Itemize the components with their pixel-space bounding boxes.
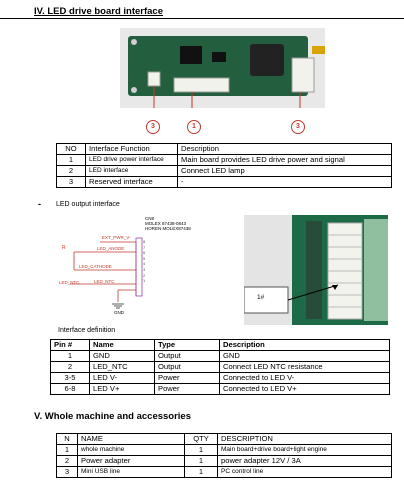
cell: Power	[154, 383, 220, 395]
table-row: 1 whole machine 1 Main board+drive board…	[56, 444, 392, 456]
cell: Main board provides LED drive power and …	[177, 154, 392, 166]
accessories-table: N NAME QTY DESCRIPTION 1 whole machine 1…	[56, 433, 392, 478]
section-5-title: V. Whole machine and accessories	[34, 411, 191, 422]
table-row: 2 Power adapter 1 power adapter 12V / 3A	[56, 455, 392, 467]
ext-pwr-label: EXT_PWR_V-	[102, 235, 131, 240]
col-header: QTY	[184, 433, 218, 445]
cell: 2	[56, 165, 86, 177]
connector-label: CN8 MOLEX 87438-0843 HOREN MOLEX87438	[145, 216, 191, 231]
cell: LED V-	[89, 372, 155, 384]
cathode-label: LED_CATHODE	[79, 264, 112, 269]
header-rule	[0, 18, 404, 19]
pin-number: 8	[143, 239, 146, 244]
cell: 1	[184, 466, 218, 478]
cell: whole machine	[77, 444, 185, 456]
pin-number: 1	[143, 278, 146, 284]
cell: 1	[50, 350, 90, 362]
led-output-label: LED output interface	[56, 201, 120, 208]
cn-label: CN8	[145, 216, 155, 221]
ntc-label-1: LED_NTC	[59, 280, 80, 285]
interface-definition-table: Pin # Name Type Description 1 GND Output…	[50, 339, 390, 395]
callout-3-right: 3	[291, 120, 305, 134]
pin-number: 2	[143, 272, 146, 278]
anode-label: LED_ANODE	[97, 246, 125, 251]
cell: 6-8	[50, 383, 90, 395]
table-row: 1 LED drive power interface Main board p…	[56, 154, 392, 166]
table-row: 2 LED interface Connect LED lamp	[56, 165, 392, 177]
cell: Power adapter	[77, 455, 185, 467]
pin-numbers: 8 7 6 5 4 3 2 1	[143, 239, 145, 284]
interface-definition-label: Interface definition	[58, 327, 116, 334]
col-header: N	[56, 433, 78, 445]
cell: Mini USB line	[77, 466, 185, 478]
cell: 2	[56, 455, 78, 467]
ntc-label-2: LED_NTC	[94, 279, 115, 284]
cell: Connected to LED V+	[219, 383, 390, 395]
cell: Power	[154, 372, 220, 384]
table-row: 3-5 LED V- Power Connected to LED V-	[50, 372, 390, 384]
cell: LED interface	[85, 165, 178, 177]
cell: GND	[89, 350, 155, 362]
col-header: DESCRIPTION	[217, 433, 392, 445]
col-header: Interface Function	[85, 143, 178, 155]
callout-3-left: 3	[146, 120, 160, 134]
table-row: 6-8 LED V+ Power Connected to LED V+	[50, 383, 390, 395]
pin-number: 4	[143, 261, 146, 267]
table-row: 3 Mini USB line 1 PC control line	[56, 466, 392, 478]
led-schematic	[54, 214, 174, 314]
cell: Output	[154, 361, 220, 373]
cell: 1	[56, 444, 78, 456]
table-row: 3 Reserved interface -	[56, 176, 392, 188]
part-number-1: MOLEX 87438-0843	[145, 221, 187, 226]
pin-number: 3	[143, 266, 146, 272]
table-row: NO Interface Function Description	[56, 143, 392, 155]
col-header: NO	[56, 143, 86, 155]
cell: power adapter 12V / 3A	[217, 455, 392, 467]
connector-photo	[243, 215, 388, 325]
cell: 3-5	[50, 372, 90, 384]
cell: Connect LED lamp	[177, 165, 392, 177]
cell: PC control line	[217, 466, 392, 478]
col-header: Description	[219, 339, 390, 351]
bullet: -	[38, 199, 41, 209]
part-number-2: HOREN MOLEX87438	[145, 226, 191, 231]
pin-number: 7	[143, 244, 146, 250]
col-header: Description	[177, 143, 392, 155]
cell: 3	[56, 466, 78, 478]
photo-label-1: 1#	[257, 294, 265, 301]
cell: 3	[56, 176, 86, 188]
cell: 1	[56, 154, 86, 166]
cell: 1	[184, 444, 218, 456]
callout-1: 1	[187, 120, 201, 134]
pin-number: 6	[143, 250, 146, 256]
table-row: N NAME QTY DESCRIPTION	[56, 433, 392, 445]
cell: LED_NTC	[89, 361, 155, 373]
col-header: Type	[154, 339, 220, 351]
cell: 1	[184, 455, 218, 467]
cell: LED drive power interface	[85, 154, 178, 166]
interface-table: NO Interface Function Description 1 LED …	[56, 143, 392, 188]
cell: Connected to LED V-	[219, 372, 390, 384]
r-label: R	[62, 245, 66, 251]
cell: Output	[154, 350, 220, 362]
cell: Connect LED NTC resistance	[219, 361, 390, 373]
cell: LED V+	[89, 383, 155, 395]
table-row: Pin # Name Type Description	[50, 339, 390, 351]
col-header: Name	[89, 339, 155, 351]
col-header: NAME	[77, 433, 185, 445]
cell: -	[177, 176, 392, 188]
cell: Main board+drive board+light engine	[217, 444, 392, 456]
cell: Reserved interface	[85, 176, 178, 188]
driver-board-photo	[120, 28, 325, 122]
section-4-title: IV. LED drive board interface	[34, 6, 163, 17]
table-row: 2 LED_NTC Output Connect LED NTC resista…	[50, 361, 390, 373]
pin-number: 5	[143, 255, 146, 261]
table-row: 1 GND Output GND	[50, 350, 390, 362]
gnd-label: GND	[114, 310, 124, 315]
cell: GND	[219, 350, 390, 362]
cell: 2	[50, 361, 90, 373]
col-header: Pin #	[50, 339, 90, 351]
